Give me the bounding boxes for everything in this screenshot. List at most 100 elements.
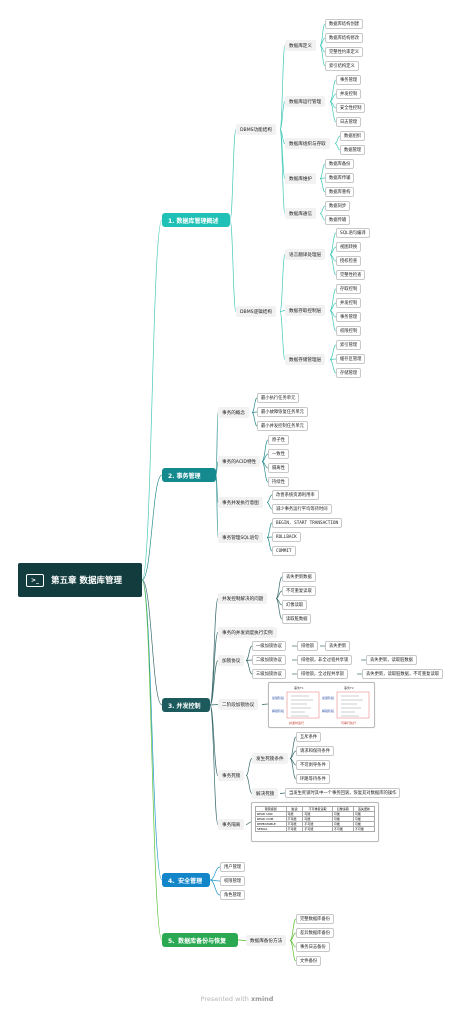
leaf[interactable]: 环路等待条件	[296, 774, 330, 784]
leaf[interactable]: 持续性	[268, 477, 289, 487]
leaf[interactable]: 事务管理	[336, 75, 362, 85]
db-definition[interactable]: 数据库定义	[285, 40, 316, 51]
leaf[interactable]: 事务管理	[336, 312, 362, 322]
leaf[interactable]: 一致性	[268, 449, 289, 459]
caption-serializable: 可串行执行	[341, 721, 357, 725]
leaf[interactable]: 读取脏数据	[282, 614, 312, 624]
leaf[interactable]: 索引结构定义	[325, 61, 359, 71]
connector	[319, 163, 326, 179]
leaf[interactable]: COMMIT	[272, 546, 296, 556]
leaf[interactable]: 数据库结构修改	[325, 33, 364, 43]
leaf[interactable]: 缓存区管理	[336, 354, 366, 364]
leaf[interactable]: 减少事务运行平均等待时间	[272, 504, 332, 514]
leaf[interactable]: 日志管理	[336, 117, 362, 127]
locking-protocol[interactable]: 加锁协议	[218, 655, 245, 666]
leaf[interactable]: 完整性约束定义	[325, 47, 364, 57]
label: 事务隔离	[222, 822, 241, 828]
leaf[interactable]: SQL语句编译	[336, 228, 370, 238]
topic-db-management-overview[interactable]: 1. 数据库管理概述	[162, 213, 230, 227]
leaf[interactable]: 隔离性	[268, 463, 289, 473]
db-organization-access[interactable]: 数据库组织与存取	[285, 138, 330, 149]
deadlock-resolution-text[interactable]: 当发生死锁时其中一个事务回滚，恢复其对数据库的操作	[285, 788, 401, 798]
dbms-logic-structure[interactable]: DBMS逻辑结构	[236, 306, 276, 317]
lock-level-2[interactable]: 二级加锁协议	[252, 655, 286, 665]
lock-result-2[interactable]: 丢失更新，读取脏数据	[366, 655, 417, 665]
leaf[interactable]: ROLLBACK	[272, 532, 301, 542]
leaf[interactable]: 最小并发控制任务单元	[257, 421, 308, 431]
lock-level-3[interactable]: 三级加锁协议	[252, 669, 286, 679]
leaf[interactable]: 数据库备份	[325, 159, 355, 169]
two-phase-locking[interactable]: 二阶段加锁协议	[218, 699, 259, 710]
dbms-function-structure[interactable]: DBMS功能结构	[236, 124, 276, 135]
label: 持续性	[272, 480, 285, 485]
db-runtime-management[interactable]: 数据库运行管理	[285, 96, 326, 107]
leaf[interactable]: 数据库传输	[325, 173, 355, 183]
leaf[interactable]: 授权检查	[336, 256, 362, 266]
leaf[interactable]: 文件备份	[296, 956, 322, 966]
connector	[141, 474, 163, 581]
transaction-acid[interactable]: 事务的ACID特性	[218, 456, 261, 467]
transaction-deadlock[interactable]: 事务死锁	[218, 770, 245, 781]
connector	[279, 792, 286, 794]
deadlock-conditions[interactable]: 发生死锁条件	[252, 753, 288, 764]
root-topic[interactable]: >_ 第五章 数据库管理	[18, 563, 142, 597]
label: 数据库运行管理	[289, 99, 322, 105]
leaf[interactable]: BEGIN, START TRANSACTION	[272, 518, 343, 528]
leaf[interactable]: 数据库结构创建	[325, 19, 364, 29]
data-storage-management-layer[interactable]: 数据存储管理层	[285, 354, 326, 365]
leaf[interactable]: 最小故障恢复任务单元	[257, 407, 308, 417]
leaf[interactable]: 不可剥夺条件	[296, 760, 330, 770]
deadlock-resolution[interactable]: 解决死锁	[252, 788, 279, 799]
leaf[interactable]: 不可重复读取	[282, 586, 316, 596]
transaction-concept[interactable]: 事务的概念	[218, 407, 249, 418]
leaf[interactable]: 差异数据库备份	[296, 928, 335, 938]
leaf[interactable]: 最小执行任务单元	[257, 393, 300, 403]
leaf[interactable]: 原子性	[268, 435, 289, 445]
leaf[interactable]: 视图转换	[336, 242, 362, 252]
language-translation-layer[interactable]: 语言翻译处理层	[285, 249, 326, 260]
leaf[interactable]: 丢失更新数据	[282, 572, 316, 582]
topic-backup-recovery[interactable]: 5、数据库备份与恢复	[162, 933, 238, 947]
leaf[interactable]: 完整性检查	[336, 270, 366, 280]
leaf-role-management[interactable]: 角色管理	[220, 890, 246, 900]
leaf[interactable]: 权限控制	[336, 326, 362, 336]
leaf[interactable]: 安全性控制	[336, 103, 366, 113]
leaf-user-management[interactable]: 用户管理	[220, 862, 246, 872]
leaf[interactable]: 幻像读取	[282, 600, 308, 610]
concurrency-problems[interactable]: 并发控制解决的问题	[218, 593, 268, 604]
leaf-permission-management[interactable]: 权限管理	[220, 876, 246, 886]
lock-result-3[interactable]: 丢失更新，读取脏数据，不可重复读取	[362, 669, 444, 679]
lock-type-2[interactable]: 排他锁，非全过程共享锁	[297, 655, 353, 665]
connector	[229, 219, 237, 312]
topic-transaction-management[interactable]: 2. 事务管理	[162, 468, 216, 482]
leaf[interactable]: 数据组织	[340, 131, 366, 141]
lock-level-1[interactable]: 一级加锁协议	[252, 641, 286, 651]
leaf[interactable]: 索引管理	[336, 340, 362, 350]
leaf[interactable]: 并发控制	[336, 89, 362, 99]
leaf[interactable]: 并发控制	[336, 298, 362, 308]
leaf[interactable]: 改善系统资源利用率	[272, 490, 319, 500]
db-communication[interactable]: 数据库通信	[285, 208, 316, 219]
topic-concurrency-control[interactable]: 3. 并发控制	[162, 698, 210, 712]
db-maintenance[interactable]: 数据库维护	[285, 173, 316, 184]
leaf[interactable]: 数据管理	[340, 145, 366, 155]
leaf[interactable]: 数据传输	[325, 215, 351, 225]
topic-security-management[interactable]: 4、安全管理	[162, 873, 210, 887]
concurrent-schedule-example[interactable]: 事务的并发调度执行实例	[218, 627, 277, 638]
leaf[interactable]: 完整数据库备份	[296, 914, 335, 924]
lock-result-1[interactable]: 丢失更新	[325, 641, 351, 651]
leaf[interactable]: 事务日志备份	[296, 942, 330, 952]
backup-methods[interactable]: 数据库备份方法	[246, 935, 287, 946]
transaction-concurrency-intent[interactable]: 事务并发执行意图	[218, 497, 263, 508]
leaf[interactable]: 数据库重构	[325, 187, 355, 197]
transaction-sql-statements[interactable]: 事务管理SQL语句	[218, 532, 263, 543]
leaf[interactable]: 数据同步	[325, 201, 351, 211]
leaf[interactable]: 请求和保持条件	[296, 746, 335, 756]
leaf[interactable]: 存取控制	[336, 284, 362, 294]
lock-type-3[interactable]: 排他锁，全过程共享锁	[297, 669, 348, 679]
transaction-isolation[interactable]: 事务隔离	[218, 819, 245, 830]
leaf[interactable]: 存储管理	[336, 368, 362, 378]
leaf[interactable]: 互斥条件	[296, 732, 322, 742]
lock-type-1[interactable]: 排他锁	[297, 641, 318, 651]
data-access-control-layer[interactable]: 数据存取控制层	[285, 305, 326, 316]
